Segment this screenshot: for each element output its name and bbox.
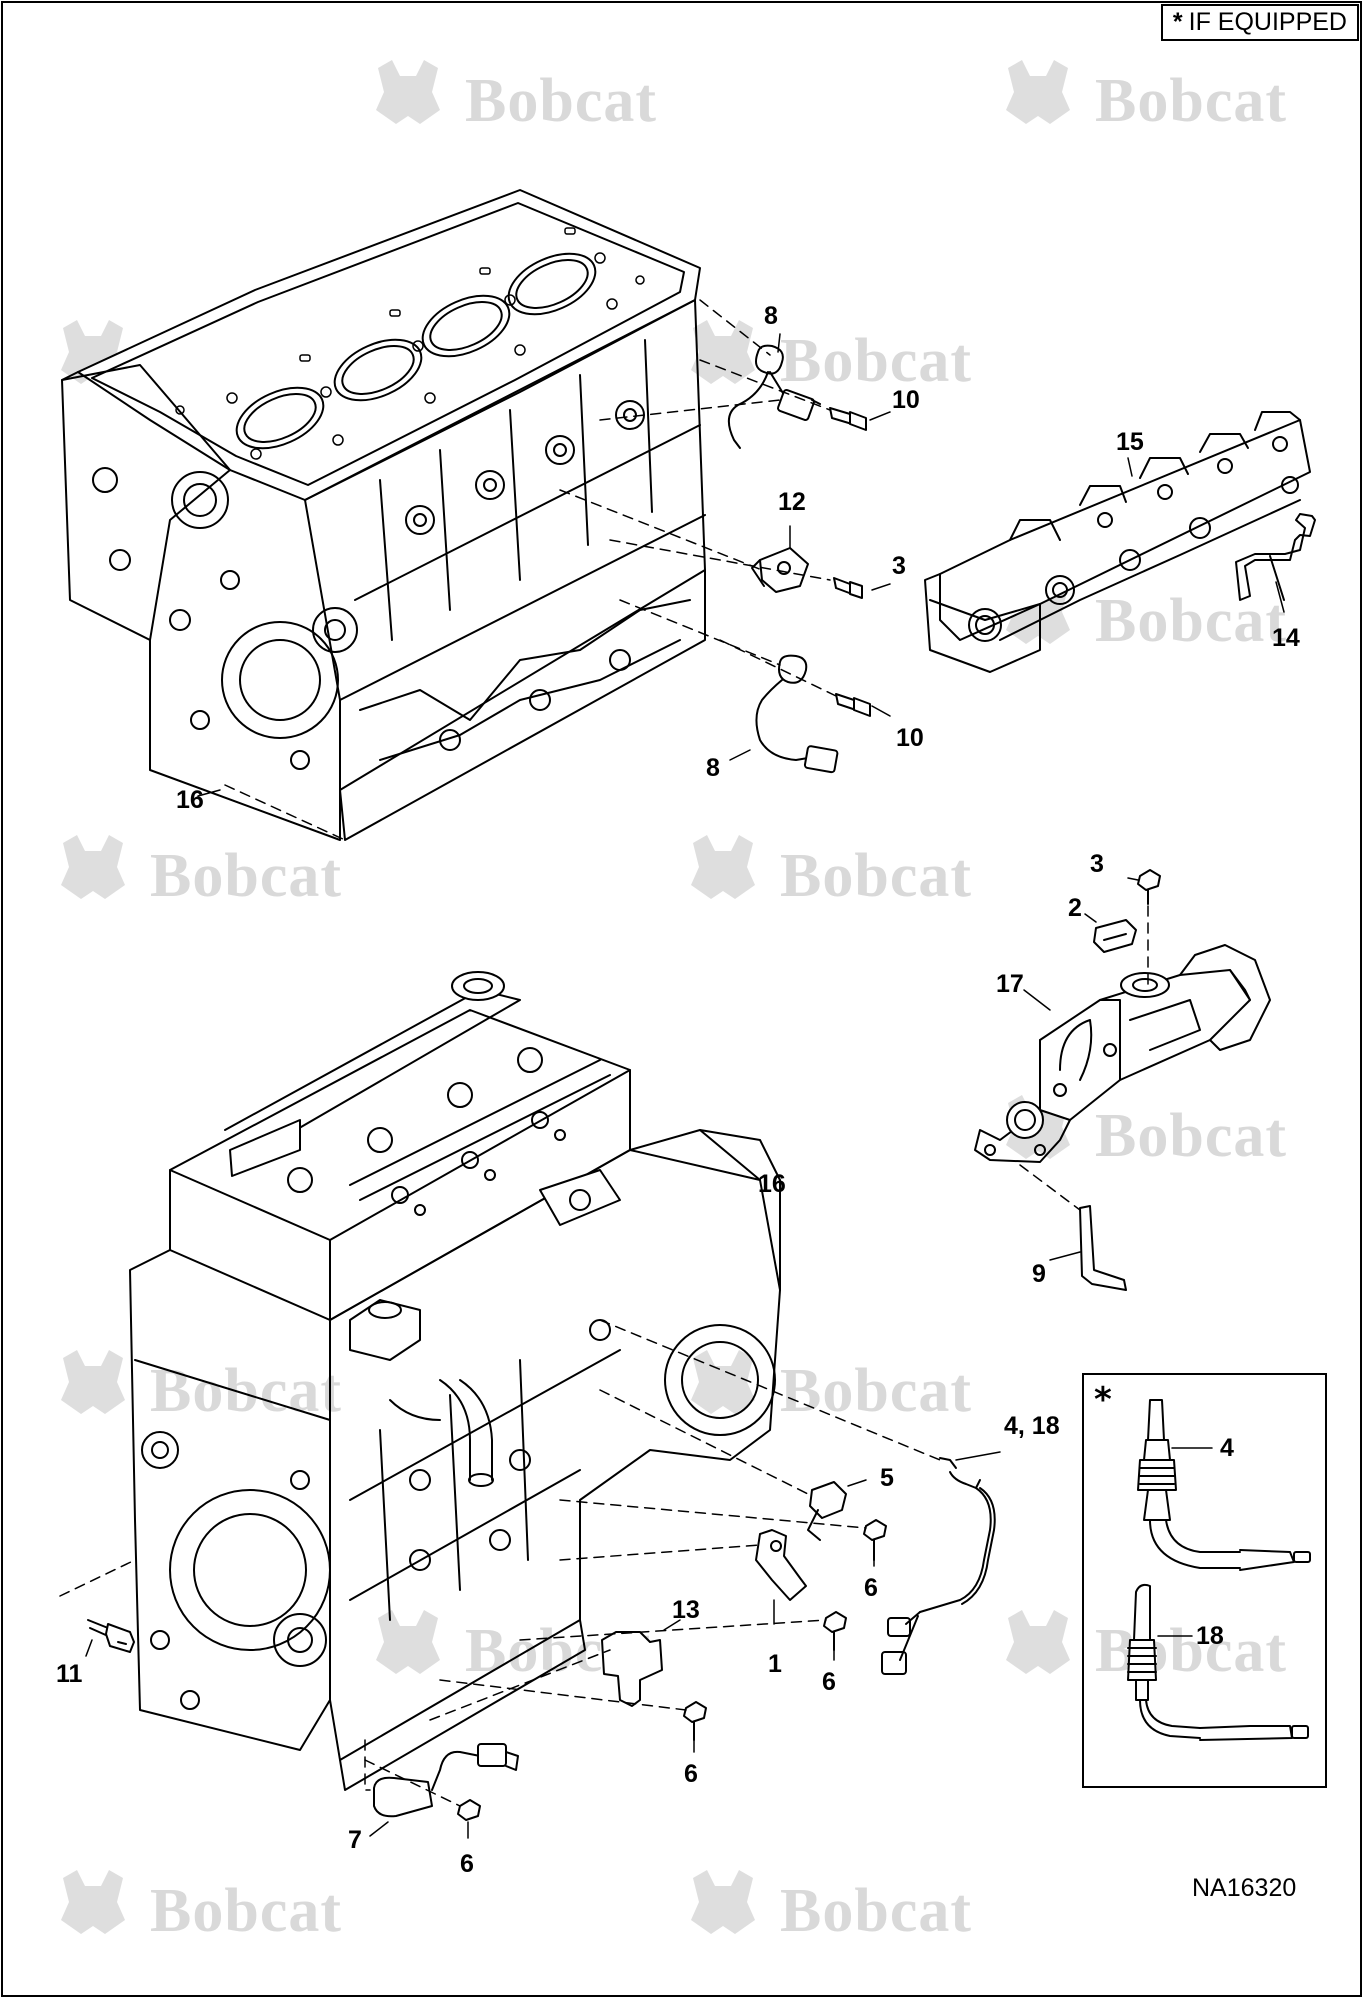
callout-8-lower: 8 (706, 754, 720, 782)
if-equipped-inset-frame (1082, 1373, 1327, 1788)
sensor-5 (807, 1481, 847, 1541)
inset-sensor-18 (1127, 1583, 1309, 1741)
bolt-6-d (457, 1799, 481, 1821)
bolt-10-upper (829, 407, 867, 431)
callout-10-upper: 10 (892, 386, 920, 414)
callout-13: 13 (672, 1596, 700, 1624)
callout-15: 15 (1116, 428, 1144, 456)
knock-sensor-upper (727, 344, 821, 449)
bolt-3-upper (833, 577, 863, 599)
dashed-lines-upper (224, 299, 837, 841)
if-equipped-legend: *IF EQUIPPED (1160, 4, 1359, 41)
callout-4-inset: 4 (1220, 1434, 1234, 1462)
callout-6-d: 6 (460, 1850, 474, 1878)
watermark-text: Bobcat (780, 1877, 972, 1945)
engine-block-upper (61, 189, 706, 841)
engine-block-lower (129, 971, 781, 1791)
bracket-9 (1079, 1205, 1127, 1291)
callout-10-lower: 10 (896, 724, 924, 752)
inset-sensor-4 (1137, 1399, 1311, 1571)
leader-lines-lower (85, 1451, 1001, 1839)
watermark-text: Bobcat (1095, 587, 1287, 655)
callout-17: 17 (996, 970, 1024, 998)
bracket-13 (601, 1631, 663, 1707)
leader-lines-egr (1127, 457, 1285, 613)
bobcat-logo-icon (691, 1350, 755, 1414)
bobcat-logo-icon (691, 1870, 755, 1934)
if-equipped-text: IF EQUIPPED (1188, 8, 1347, 36)
inset-asterisk: * (1094, 1380, 1112, 1420)
egr-valve-17 (974, 944, 1271, 1163)
callout-16-lower: 16 (758, 1170, 786, 1198)
asterisk-symbol: * (1172, 8, 1183, 36)
knock-sensor-lower (755, 654, 839, 774)
bolt-6-b (823, 1611, 847, 1651)
bracket-14 (1235, 513, 1316, 601)
callout-16-upper: 16 (176, 786, 204, 814)
callout-3-upper: 3 (892, 552, 906, 580)
bracket-1 (755, 1529, 807, 1601)
watermark-text: Bobcat (150, 1877, 342, 1945)
watermark-text: Bobcat (780, 327, 972, 395)
watermark-text: Bobcat (1095, 1617, 1287, 1685)
callout-4-18: 4, 18 (1004, 1412, 1060, 1440)
callout-18-inset: 18 (1196, 1622, 1224, 1650)
callout-6-c: 6 (684, 1760, 698, 1788)
callout-6-b: 6 (822, 1668, 836, 1696)
bobcat-logo-icon (376, 60, 440, 124)
bobcat-logo-icon (691, 835, 755, 899)
watermark-text: Bobcat (780, 842, 972, 910)
bobcat-logo-icon (61, 835, 125, 899)
bolt-6-c (683, 1701, 707, 1741)
callout-1: 1 (768, 1650, 782, 1678)
bobcat-logo-icon (1006, 1610, 1070, 1674)
egr-cooler-15 (924, 411, 1311, 673)
exhaust-temp-sensor-main (881, 1457, 996, 1675)
dashed-lines-lower (59, 1319, 941, 1807)
dashed-lines-egrvalve (1019, 905, 1149, 1211)
leader-lines-upper (197, 333, 891, 797)
temp-sensor-11 (87, 1619, 135, 1653)
callout-8-upper: 8 (764, 302, 778, 330)
speed-sensor-12 (751, 547, 809, 593)
callout-12: 12 (778, 488, 806, 516)
callout-7: 7 (348, 1826, 362, 1854)
bolt-10-lower (835, 693, 871, 717)
bobcat-logo-icon (1006, 60, 1070, 124)
bobcat-logo-icon (61, 1350, 125, 1414)
callout-6-a: 6 (864, 1574, 878, 1602)
leader-lines-egrvalve (1023, 877, 1139, 1261)
bolt-3-egr (1137, 869, 1161, 905)
watermark-text: Bobcat (780, 1357, 972, 1425)
bobcat-logo-icon (61, 1870, 125, 1934)
sensor-2 (1093, 919, 1137, 953)
callout-2: 2 (1068, 894, 1082, 922)
callout-5: 5 (880, 1464, 894, 1492)
drawing-number: NA16320 (1192, 1874, 1297, 1902)
callout-11: 11 (56, 1660, 83, 1688)
bobcat-logo-icon (691, 320, 755, 384)
watermark-text: Bobcat (1095, 67, 1287, 135)
watermark-text: Bobcat (465, 67, 657, 135)
bolt-6-a (863, 1519, 887, 1561)
bobcat-logo-icon (376, 1610, 440, 1674)
callout-3-egr: 3 (1090, 850, 1104, 878)
watermark-text: Bobcat (1095, 1102, 1287, 1170)
sensor-7 (373, 1743, 519, 1818)
callout-14: 14 (1272, 624, 1300, 652)
watermark-text: Bobcat (150, 842, 342, 910)
callout-9: 9 (1032, 1260, 1046, 1288)
leader-lines-inset (1157, 1447, 1213, 1637)
